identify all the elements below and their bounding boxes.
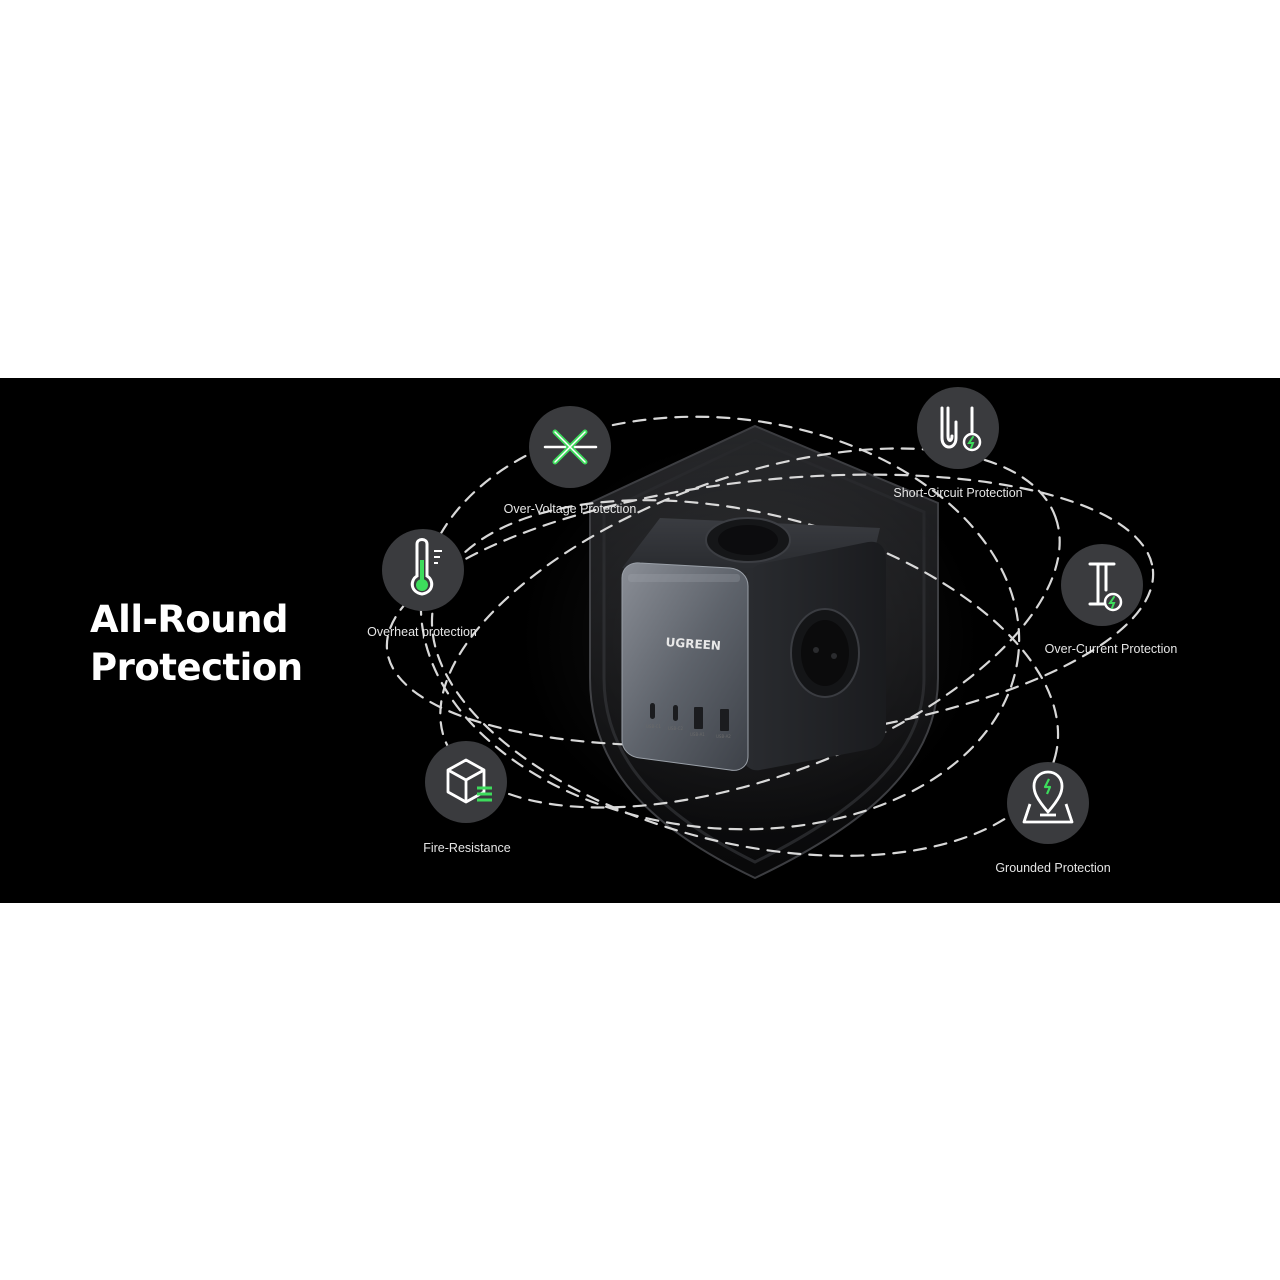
feature-label: Over-Voltage Protection (504, 502, 637, 516)
port-label-usb-a1: USB-A1 (690, 732, 705, 737)
feature-overheat: Overheat protection (367, 529, 477, 639)
port-label-usb-a2: USB-A2 (716, 734, 731, 739)
power-cube-product: UGREEN USB-C1 USB-C2 USB-A1 USB-A2 (621, 517, 886, 771)
port-label-usb-c2: USB-C2 (668, 726, 683, 731)
feature-over-current: Over-Current Protection (1045, 544, 1178, 656)
feature-over-voltage: Over-Voltage Protection (504, 406, 637, 516)
u-cable-bolt-icon (940, 406, 982, 452)
ground-pin-icon (1022, 770, 1074, 824)
feature-label: Short-Circuit Protection (893, 486, 1022, 500)
feature-grounded: Grounded Protection (995, 762, 1111, 875)
feature-label: Over-Current Protection (1045, 642, 1178, 656)
cross-arrows-icon (543, 429, 598, 465)
feature-label: Grounded Protection (995, 861, 1110, 875)
thermometer-icon (410, 538, 442, 596)
i-beam-bolt-icon (1088, 562, 1123, 612)
feature-fire-resistance: Fire-Resistance (423, 741, 511, 855)
protection-banner: UGREEN USB-C1 USB-C2 USB-A1 USB-A2 (0, 378, 1280, 903)
port-label-usb-c1: USB-C1 (646, 724, 661, 729)
feature-short-circuit: Short-Circuit Protection (893, 387, 1023, 500)
title-line-1: All-Round (90, 598, 288, 641)
usb-ports: USB-C1 USB-C2 USB-A1 USB-A2 (646, 703, 731, 739)
feature-label: Fire-Resistance (423, 841, 511, 855)
page-title: All-Round Protection (90, 596, 303, 692)
title-line-2: Protection (90, 646, 303, 689)
protection-illustration: UGREEN USB-C1 USB-C2 USB-A1 USB-A2 (367, 387, 1178, 880)
brand-logo: UGREEN (665, 635, 721, 653)
cube-icon (446, 758, 492, 804)
feature-label: Overheat protection (367, 625, 477, 639)
